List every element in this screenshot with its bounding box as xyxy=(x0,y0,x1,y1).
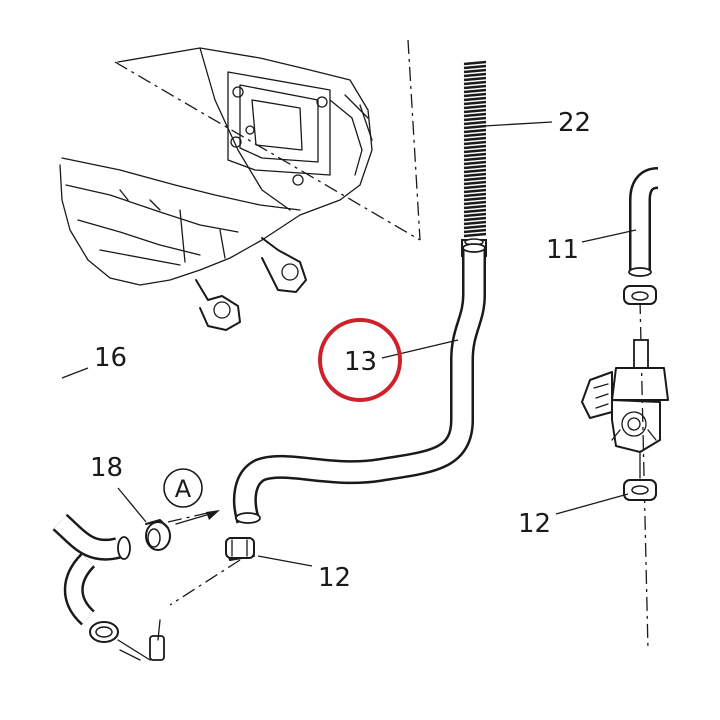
label-part-22: 22 xyxy=(558,108,591,138)
coil-turn xyxy=(463,232,487,238)
coil-spring-22 xyxy=(461,60,487,257)
coil-turn xyxy=(463,144,487,150)
coil-turn xyxy=(463,128,487,134)
coil-turn xyxy=(463,192,487,198)
coil-turn xyxy=(463,64,487,70)
coil-turn xyxy=(463,76,487,82)
coil-turn xyxy=(463,188,487,194)
coil-turn xyxy=(463,184,487,190)
label-part-13: 13 xyxy=(344,347,377,377)
coil-turn xyxy=(463,204,487,210)
coil-turn xyxy=(463,208,487,214)
engine-housing xyxy=(59,47,373,331)
label-part-11: 11 xyxy=(546,235,579,265)
coil-turn xyxy=(463,164,487,170)
label-part-16: 16 xyxy=(94,343,127,373)
coil-turn xyxy=(463,120,487,126)
coil-turn xyxy=(463,160,487,166)
clamp-18 xyxy=(145,519,171,551)
coil-turn xyxy=(463,68,487,74)
coil-turn xyxy=(463,196,487,202)
coil-turn xyxy=(463,228,487,234)
coil-turn xyxy=(463,112,487,118)
coil-turn xyxy=(463,124,487,130)
clamp-12-center xyxy=(225,537,255,561)
left-hose-assembly xyxy=(52,513,165,661)
coil-turn xyxy=(463,172,487,178)
coil-turn xyxy=(463,148,487,154)
coil-turn xyxy=(463,152,487,158)
coil-turn xyxy=(463,224,487,230)
leader-lines xyxy=(61,121,637,567)
coil-turn xyxy=(463,216,487,222)
coil-turn xyxy=(463,104,487,110)
coil-turn xyxy=(463,180,487,186)
callout-a-text: A xyxy=(175,475,192,503)
label-part-12-center: 12 xyxy=(318,563,351,593)
coil-turn xyxy=(463,168,487,174)
label-part-12-right: 12 xyxy=(518,509,551,539)
coil-turn xyxy=(463,136,487,142)
coil-turn xyxy=(463,88,487,94)
coil-turn xyxy=(463,116,487,122)
coil-turn xyxy=(463,60,487,66)
coil-turn xyxy=(463,140,487,146)
coil-turn xyxy=(463,176,487,182)
label-part-18: 18 xyxy=(90,453,123,483)
coil-turn xyxy=(463,220,487,226)
coil-turn xyxy=(463,212,487,218)
coil-turn xyxy=(463,108,487,114)
coil-turn xyxy=(463,132,487,138)
coil-turn xyxy=(463,96,487,102)
coil-turn xyxy=(463,92,487,98)
coil-turn xyxy=(463,80,487,86)
coil-turn xyxy=(463,156,487,162)
highlight-circle xyxy=(318,318,402,402)
valve-assembly xyxy=(581,167,669,501)
flow-arrow xyxy=(175,510,220,525)
callout-a: A xyxy=(163,468,203,508)
coil-turn xyxy=(463,72,487,78)
coil-turn xyxy=(463,84,487,90)
coil-turn xyxy=(463,100,487,106)
coil-turn xyxy=(463,200,487,206)
hose-13 xyxy=(232,243,486,524)
